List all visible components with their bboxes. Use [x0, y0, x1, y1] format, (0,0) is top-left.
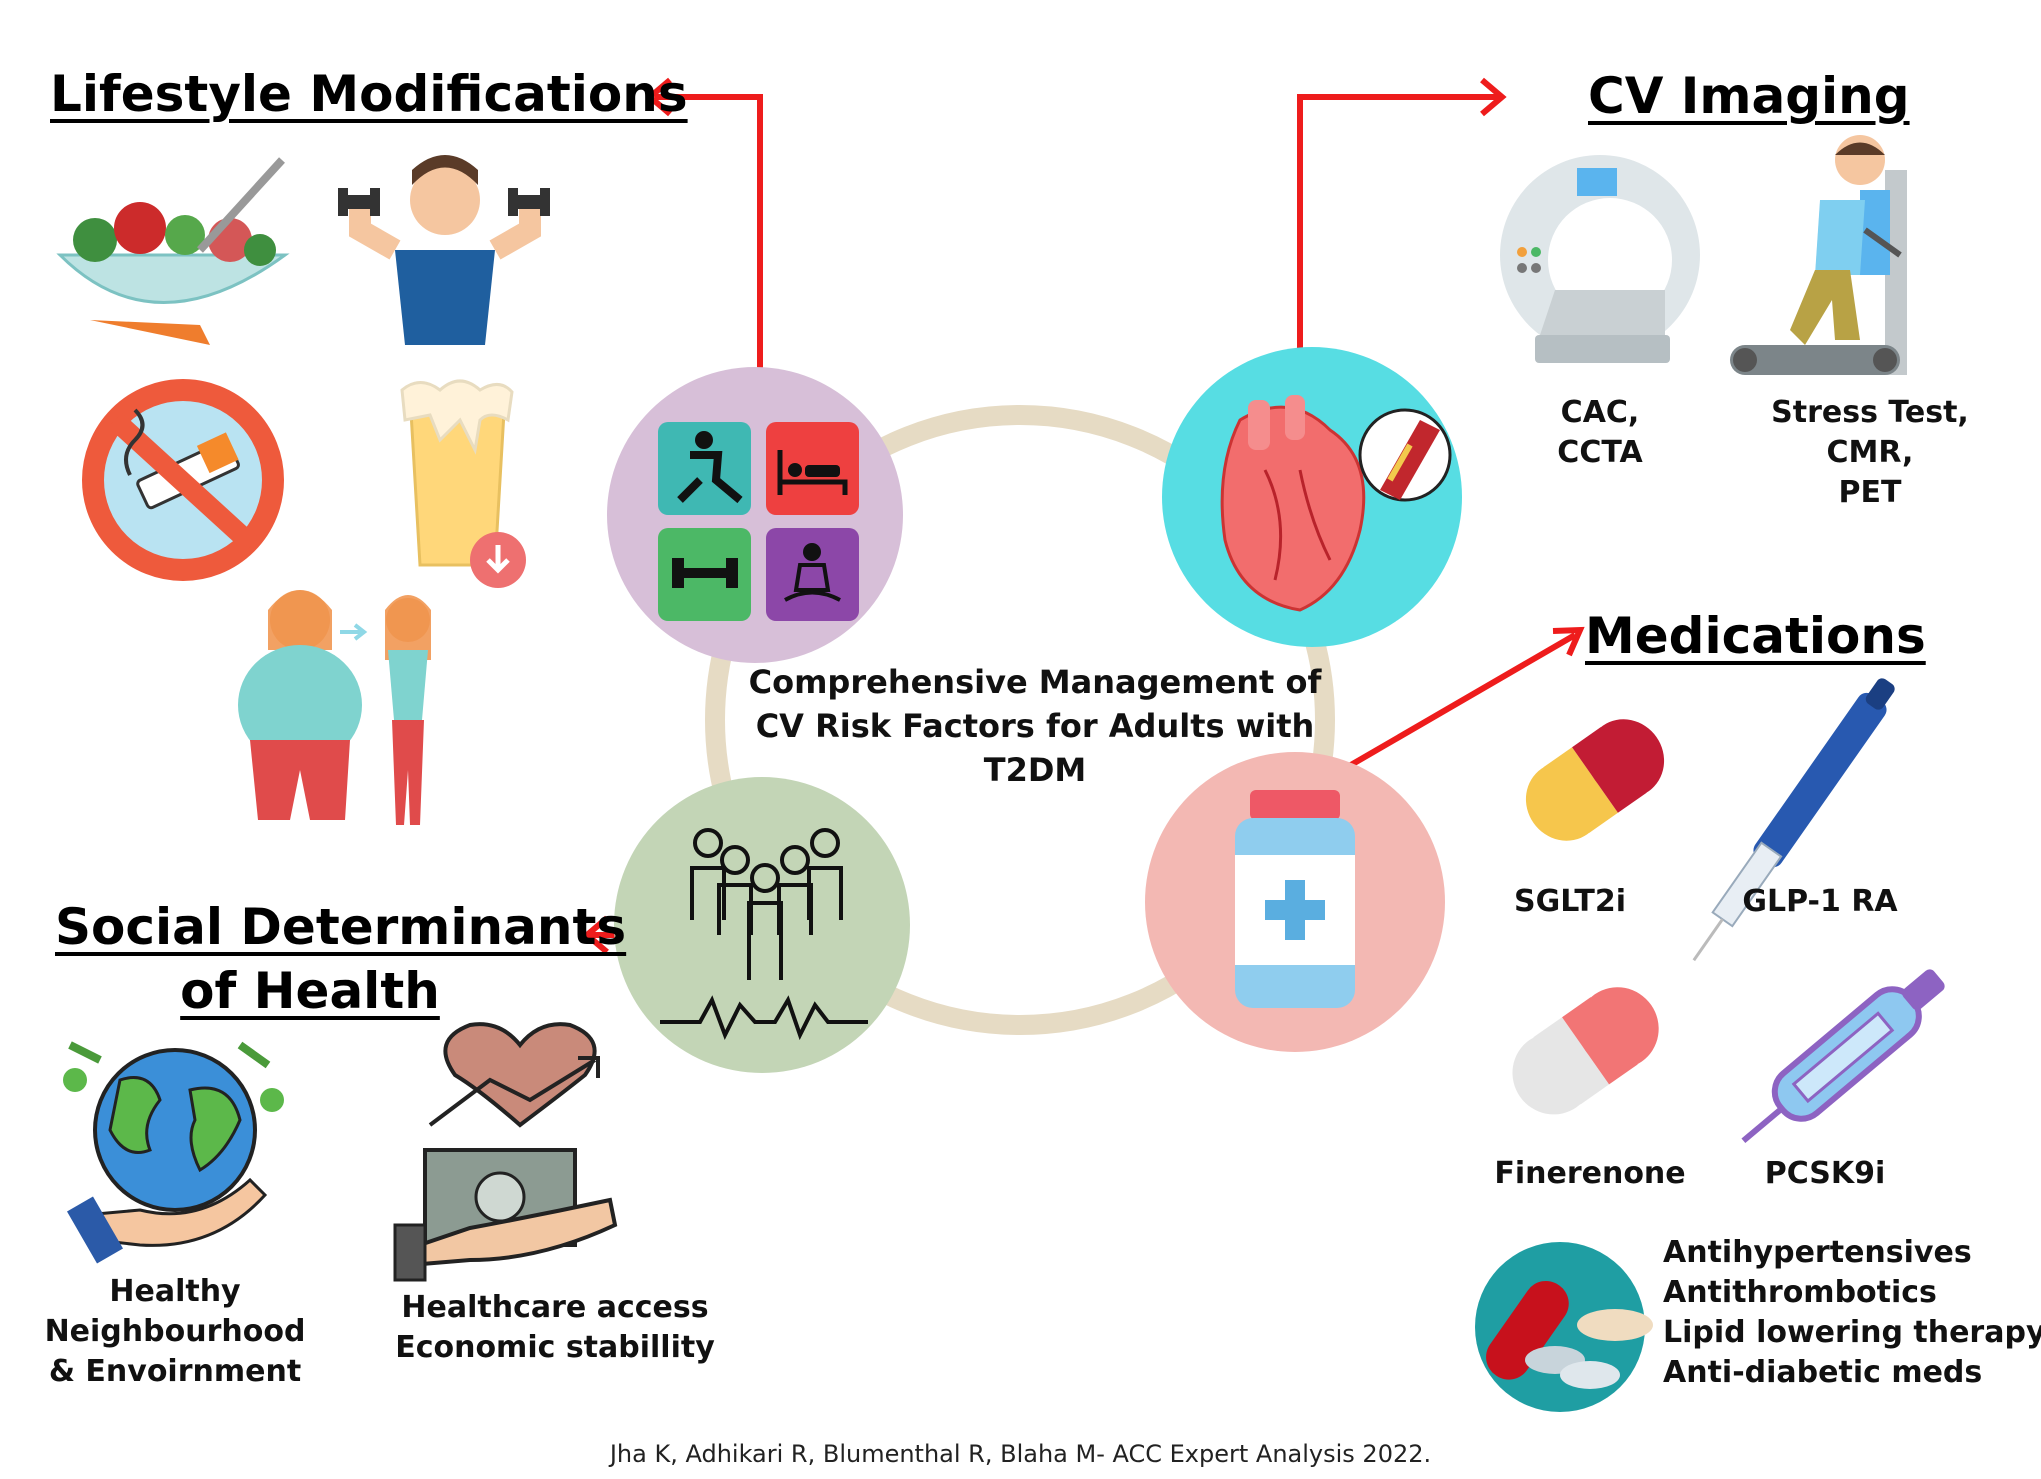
weight-loss-icon	[238, 590, 431, 825]
heart-money-hand-icon	[393, 1022, 618, 1282]
other-medications-list: Antihypertensives Antithrombotics Lipid …	[1663, 1233, 2041, 1393]
citation: Jha K, Adhikari R, Blumenthal R, Blaha M…	[609, 1440, 1432, 1468]
heart-imaging-circle	[1162, 347, 1462, 647]
arrow-to-medications	[1323, 632, 1577, 783]
heading-medications: Medications	[1585, 607, 1926, 665]
anti-diabetic-item: Anti-diabetic meds	[1663, 1355, 1983, 1390]
healthy-line: Healthy	[109, 1274, 241, 1309]
reduce-alcohol-icon	[400, 379, 526, 588]
no-smoking-icon	[82, 379, 284, 581]
other-medications-pills-icon	[1475, 1242, 1653, 1412]
arrow-to-lifestyle	[655, 94, 763, 370]
treadmill-stress-test-icon	[1730, 135, 1907, 375]
heading-social-determinants: Social Determinants of Health	[55, 895, 627, 1023]
connector-arrows	[582, 77, 1585, 955]
healthy-salad-icon	[56, 157, 290, 345]
healthcare-access-line: Healthcare access	[401, 1290, 709, 1325]
pcsk9i-label: PCSK9i	[1764, 1156, 1886, 1191]
healthcare-access-label: Healthcare access Economic stabillity	[390, 1288, 720, 1368]
medication-bottle-circle	[1145, 752, 1445, 1052]
antihypertensives-item: Antihypertensives	[1663, 1235, 1972, 1270]
cac-line: CAC,	[1560, 395, 1640, 430]
pcsk9i-injection-pen-icon	[1741, 969, 1945, 1144]
sglt2i-capsule-icon	[1525, 719, 1665, 841]
stress-test-label: Stress Test, CMR, PET	[1740, 393, 2000, 513]
finerenone-capsule-icon	[1512, 987, 1659, 1115]
central-ring	[705, 405, 1335, 1035]
cac-ccta-label: CAC, CCTA	[1500, 393, 1700, 473]
stress-line: Stress Test,	[1771, 395, 1969, 430]
heading-social-line1: Social Determinants	[55, 898, 627, 956]
center-title: Comprehensive Management of CV Risk Fact…	[748, 663, 1322, 789]
neighbourhood-line: Neighbourhood	[44, 1314, 306, 1349]
pet-line: PET	[1838, 475, 1902, 510]
cmr-line: CMR,	[1826, 435, 1914, 470]
arrow-to-imaging	[1297, 94, 1500, 353]
lifestyle-circle	[607, 367, 903, 663]
sglt2i-label: SGLT2i	[1513, 884, 1626, 919]
glp1-label: GLP-1 RA	[1742, 884, 1898, 919]
social-circle	[614, 777, 910, 1073]
heading-cv-imaging: CV Imaging	[1588, 67, 1910, 125]
glp1-insulin-pen-icon	[1692, 678, 1895, 962]
finerenone-label: Finerenone	[1494, 1156, 1686, 1191]
economic-stability-line: Economic stabillity	[395, 1330, 715, 1365]
ct-scanner-icon	[1500, 155, 1700, 363]
earth-in-hand-icon	[63, 1041, 284, 1264]
environment-line: & Envoirnment	[48, 1354, 302, 1389]
heading-social-line2: of Health	[180, 962, 440, 1020]
lipid-lowering-item: Lipid lowering therapy	[1663, 1315, 2041, 1350]
antithrombotics-item: Antithrombotics	[1663, 1275, 1937, 1310]
strength-training-icon	[338, 155, 550, 345]
healthy-neighbourhood-label: Healthy Neighbourhood & Envoirnment	[30, 1272, 320, 1392]
ccta-line: CCTA	[1557, 435, 1643, 470]
heading-lifestyle-modifications: Lifestyle Modifications	[50, 65, 688, 123]
